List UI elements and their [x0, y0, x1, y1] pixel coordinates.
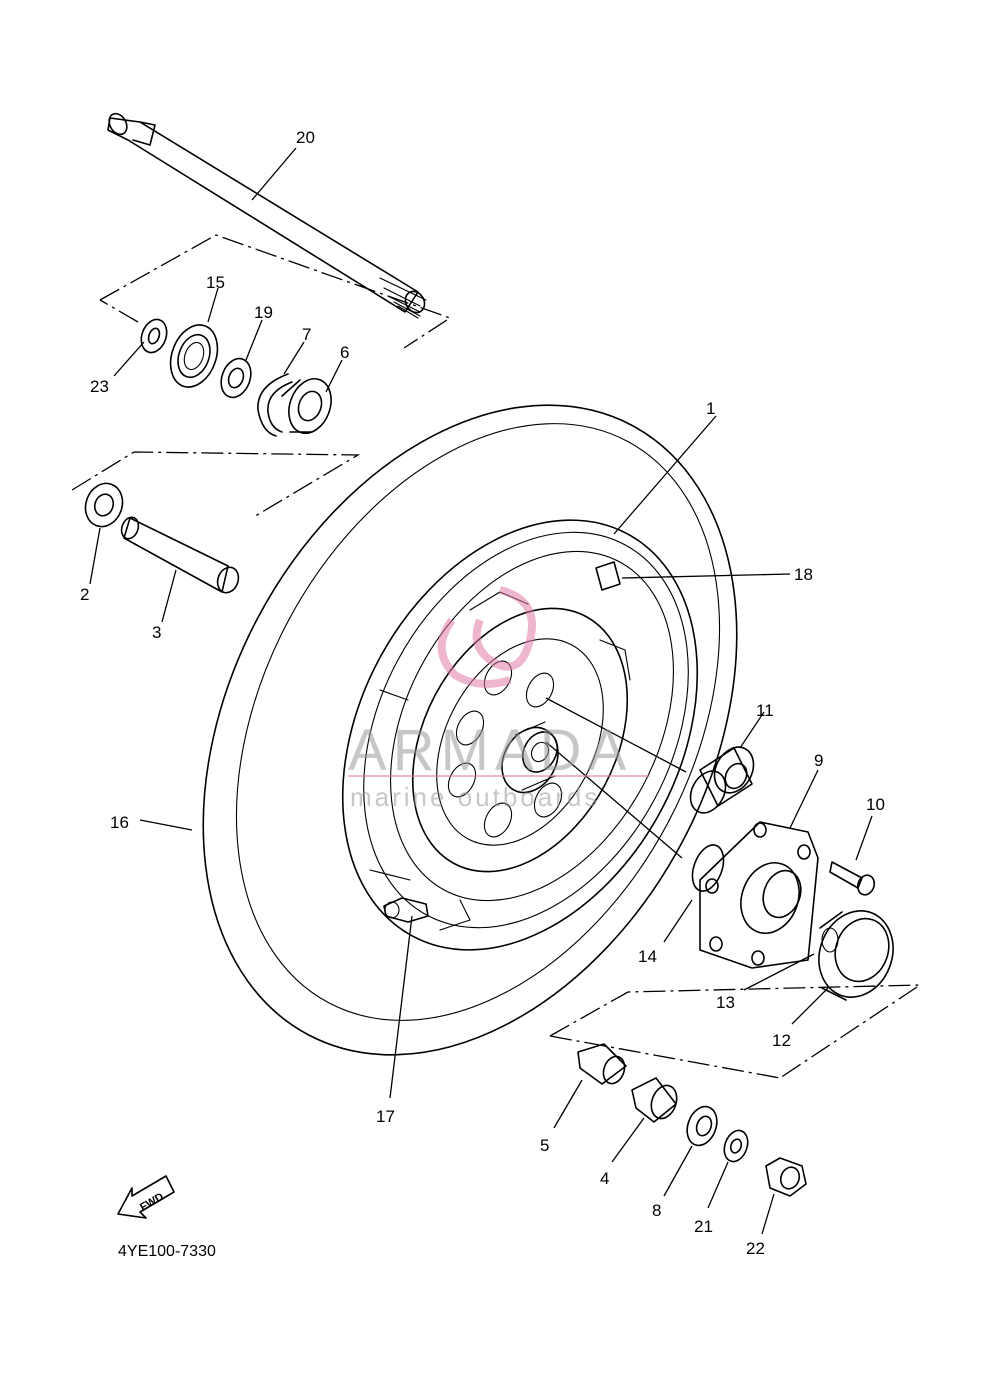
collar-11: [689, 746, 755, 814]
callout-10: 10: [866, 795, 885, 814]
callout-1: 1: [706, 399, 715, 418]
forward-direction-arrow: FWD: [117, 1175, 175, 1219]
callout-23: 23: [90, 377, 109, 396]
circlip-7: [257, 373, 293, 437]
tire-16: [202, 404, 738, 1056]
group-outline-spacer: [71, 451, 361, 519]
callout-15: 15: [206, 273, 225, 292]
washer-8: [686, 1105, 718, 1147]
callout-8: 8: [652, 1201, 661, 1220]
callout-3: 3: [152, 623, 161, 642]
callout-18: 18: [794, 565, 813, 584]
callout-9: 9: [814, 751, 823, 770]
callout-17: 17: [376, 1107, 395, 1126]
nut-22: [765, 1157, 807, 1197]
callout-11: 11: [756, 701, 774, 720]
callout-5: 5: [540, 1136, 549, 1155]
watermark-brand: ARMADA: [348, 718, 632, 783]
callout-labels: 1 2 3 4 5 6 7 8 9 10 11 12 13 14 15 16 1…: [80, 128, 885, 1258]
oring-14: [691, 844, 725, 892]
part-code: 4YE100-7330: [118, 1243, 216, 1260]
callout-20: 20: [296, 128, 315, 147]
spacer-19: [220, 357, 252, 399]
oil-seal-12: [818, 910, 894, 1001]
washer-23: [140, 318, 168, 354]
balance-weight-18: [595, 561, 621, 591]
group-outline-left-bearings: [99, 234, 452, 349]
fwd-label: FWD: [138, 1191, 166, 1214]
callout-13: 13: [716, 993, 735, 1012]
collar-3: [120, 516, 240, 594]
group-outline-right-bearings: [549, 984, 923, 1079]
collar-5: [577, 1043, 627, 1085]
callout-2: 2: [80, 585, 89, 604]
collar-4: [631, 1077, 678, 1123]
clutch-hub-9: [699, 821, 819, 969]
callout-22: 22: [746, 1239, 765, 1258]
armada-watermark: ARMADA marine outboards: [348, 586, 650, 812]
callout-7: 7: [302, 325, 311, 344]
washer-21: [723, 1129, 749, 1163]
bearing-2: [84, 482, 124, 528]
front-wheel-axle: [107, 112, 427, 319]
bolt-10: [829, 861, 876, 896]
callout-21: 21: [694, 1217, 713, 1236]
cast-wheel-1: [341, 519, 699, 951]
callout-4: 4: [600, 1169, 609, 1188]
armada-seahorse-logo: [437, 586, 536, 688]
callout-14: 14: [638, 947, 657, 966]
oil-seal-15: [169, 324, 219, 388]
leader-lines: [89, 147, 873, 1235]
callout-12: 12: [772, 1031, 791, 1050]
callout-6: 6: [340, 343, 349, 362]
callout-19: 19: [254, 303, 273, 322]
watermark-tagline: marine outboards: [350, 782, 600, 812]
bearing-6: [281, 378, 332, 434]
valve-17: [383, 897, 429, 923]
callout-16: 16: [110, 813, 129, 832]
